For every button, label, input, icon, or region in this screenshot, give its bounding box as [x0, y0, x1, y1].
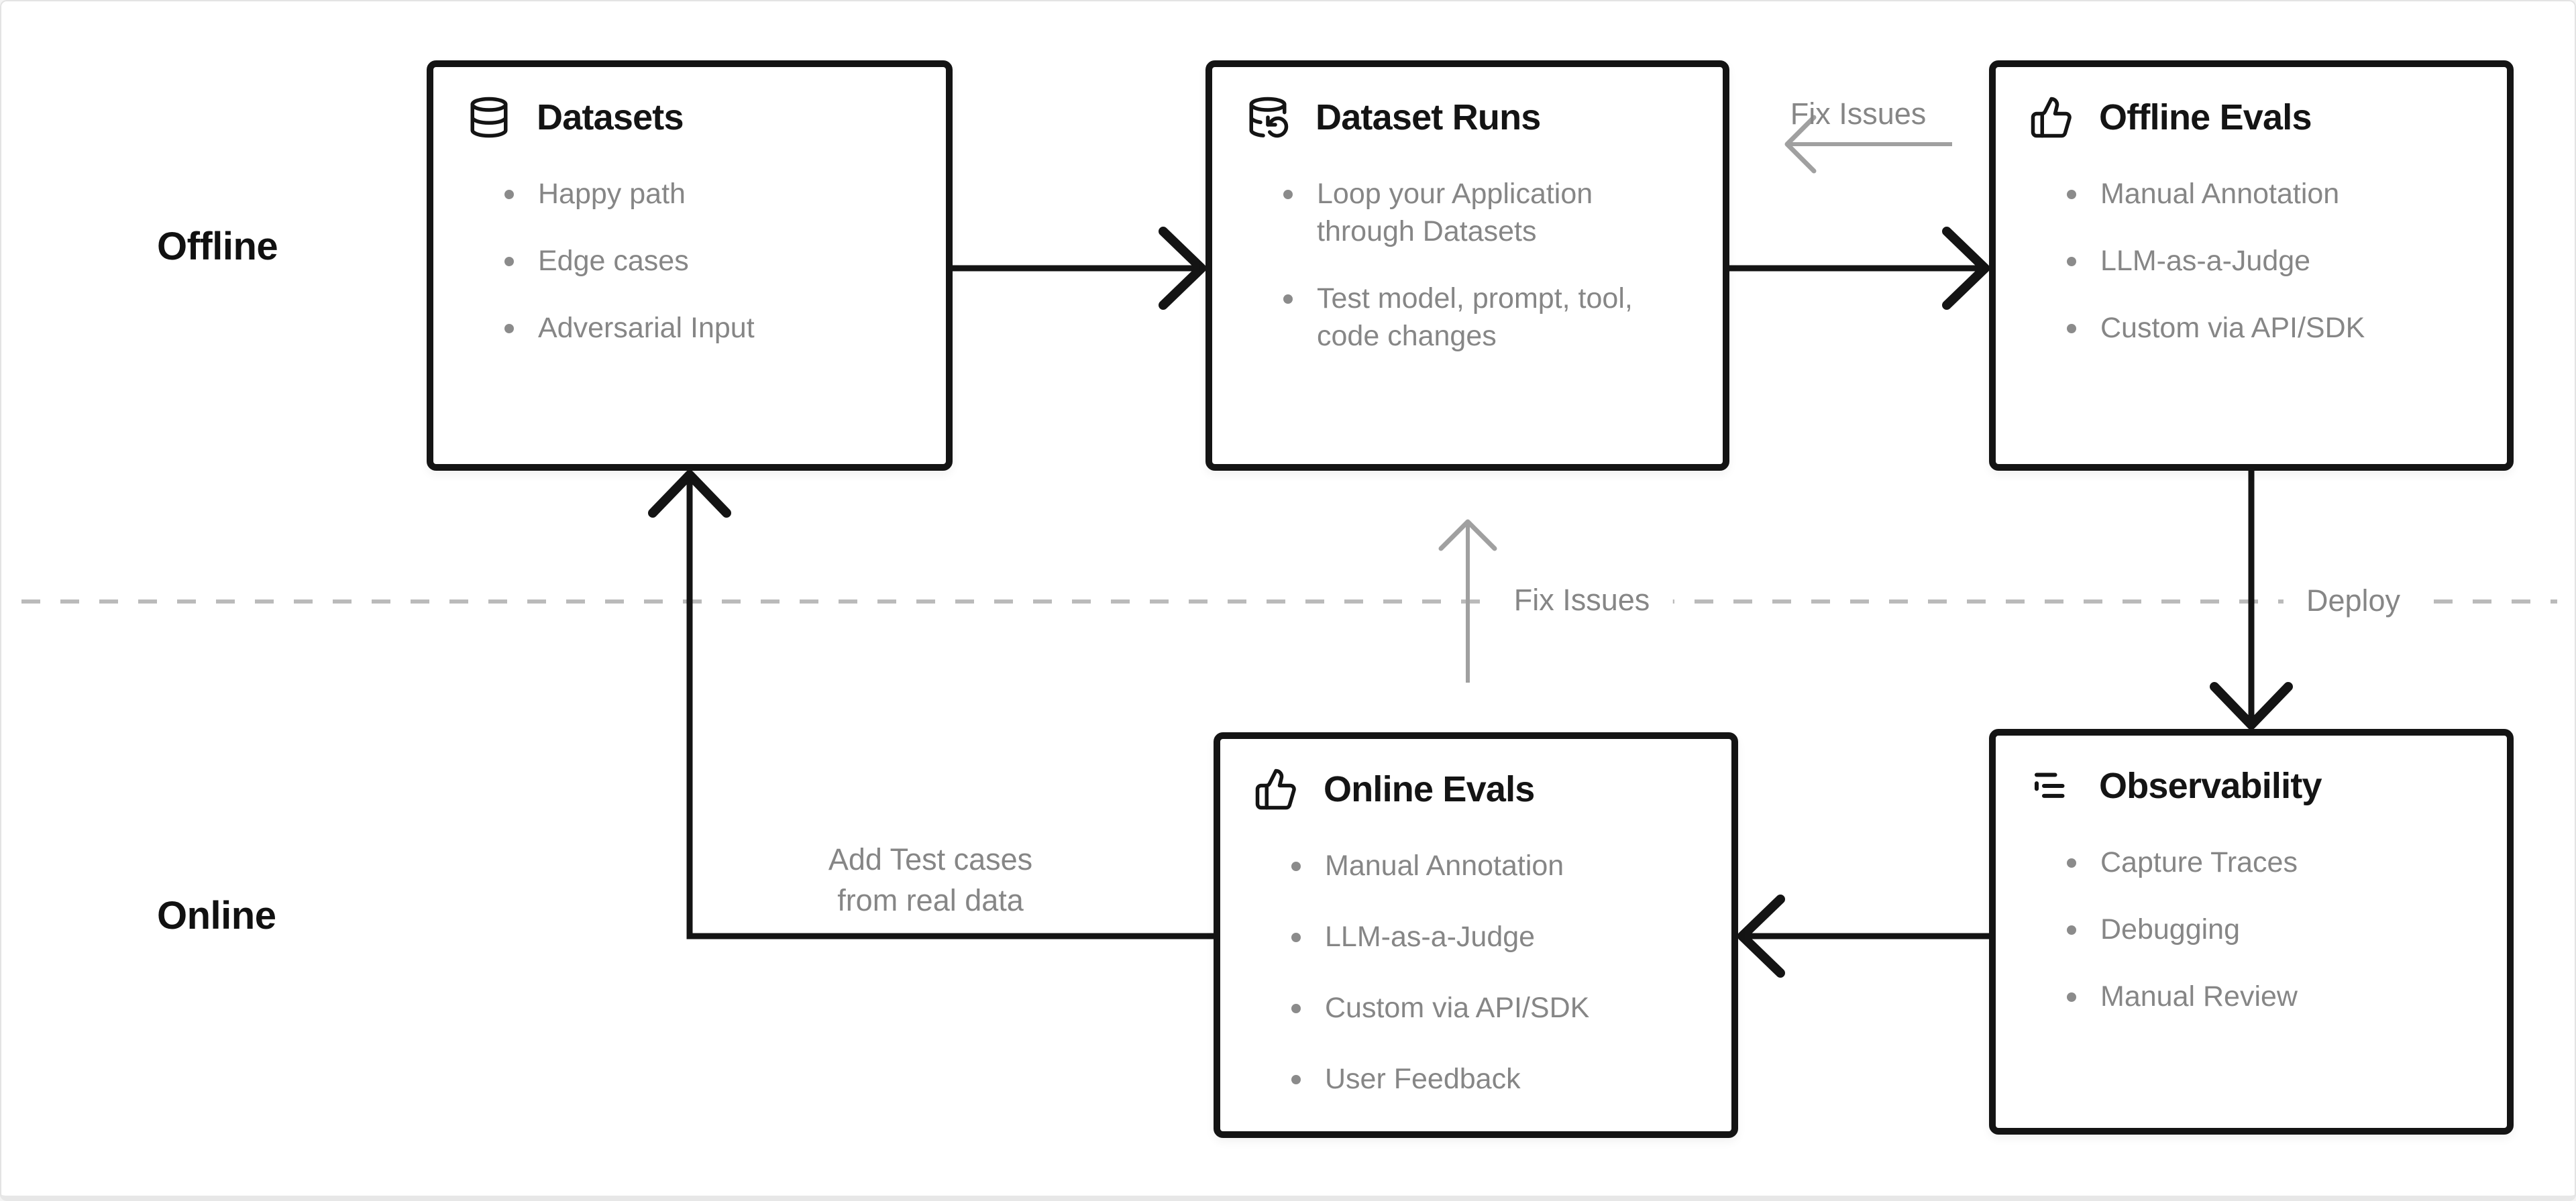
bullet-item: Manual Annotation [1290, 848, 1693, 885]
bullet-item: Edge cases [503, 243, 906, 280]
node-dataset-runs: Dataset Runs Loop your Application throu… [1205, 60, 1729, 471]
node-header: Datasets [467, 95, 922, 139]
node-bullet-list: Capture Traces Debugging Manual Review [2029, 844, 2483, 1016]
arrow-observability-to-online-evals [1737, 895, 1989, 978]
node-title: Offline Evals [2099, 97, 2312, 137]
node-observability: Observability Capture Traces Debugging M… [1989, 729, 2514, 1135]
arrow-datasets-to-dataset-runs [953, 227, 1206, 310]
bullet-item: Loop your Application through Datasets [1282, 176, 1684, 251]
node-datasets: Datasets Happy path Edge cases Adversari… [427, 60, 953, 471]
node-offline-evals: Offline Evals Manual Annotation LLM-as-a… [1989, 60, 2514, 471]
bullet-item: Manual Review [2065, 978, 2468, 1016]
edge-label-fix-issues-middle: Fix Issues [1491, 579, 1673, 622]
bullet-item: Custom via API/SDK [1290, 990, 1693, 1027]
bullet-item: Test model, prompt, tool, code changes [1282, 280, 1684, 355]
bullet-item: Custom via API/SDK [2065, 310, 2468, 347]
bullet-item: LLM-as-a-Judge [1290, 919, 1693, 956]
section-label-offline: Offline [157, 225, 278, 268]
edge-label-deploy: Deploy [2283, 579, 2424, 622]
bullet-item: LLM-as-a-Judge [2065, 243, 2468, 280]
arrow-dataset-runs-to-offline-evals [1729, 227, 1990, 310]
edge-label-line: Add Test cases [828, 842, 1033, 876]
bullet-item: Adversarial Input [503, 310, 906, 347]
node-header: Observability [2029, 764, 2483, 808]
node-bullet-list: Manual Annotation LLM-as-a-Judge Custom … [2029, 176, 2483, 347]
arrow-fix-issues-middle [1438, 519, 1497, 683]
node-header: Offline Evals [2029, 95, 2483, 139]
bullet-item: User Feedback [1290, 1061, 1693, 1098]
node-header: Online Evals [1254, 767, 1707, 811]
arrow-online-evals-to-datasets [648, 470, 1214, 939]
edge-label-add-test-cases: Add Test cases from real data [828, 839, 1032, 921]
node-header: Dataset Runs [1246, 95, 1699, 139]
node-title: Observability [2099, 766, 2322, 806]
node-title: Datasets [537, 97, 684, 137]
arrow-fix-issues-top [1784, 115, 1952, 174]
trace-list-icon [2029, 764, 2074, 808]
bullet-item: Capture Traces [2065, 844, 2468, 882]
thumbs-up-icon [1254, 767, 1298, 811]
thumbs-up-icon [2029, 95, 2074, 139]
node-online-evals: Online Evals Manual Annotation LLM-as-a-… [1214, 732, 1738, 1138]
node-title: Dataset Runs [1316, 97, 1541, 137]
node-title: Online Evals [1324, 769, 1535, 809]
section-label-online: Online [157, 894, 276, 937]
bullet-item: Happy path [503, 176, 906, 213]
bullet-item: Debugging [2065, 911, 2468, 949]
node-bullet-list: Manual Annotation LLM-as-a-Judge Custom … [1254, 848, 1707, 1098]
node-bullet-list: Happy path Edge cases Adversarial Input [467, 176, 922, 347]
database-refresh-icon [1246, 95, 1290, 139]
database-icon [467, 95, 511, 139]
edge-label-line: from real data [837, 883, 1024, 917]
node-bullet-list: Loop your Application through Datasets T… [1246, 176, 1699, 355]
edge-label-fix-issues-top: Fix Issues [1790, 97, 1927, 131]
arrow-offline-evals-to-observability [2210, 471, 2293, 730]
bullet-item: Manual Annotation [2065, 176, 2468, 213]
